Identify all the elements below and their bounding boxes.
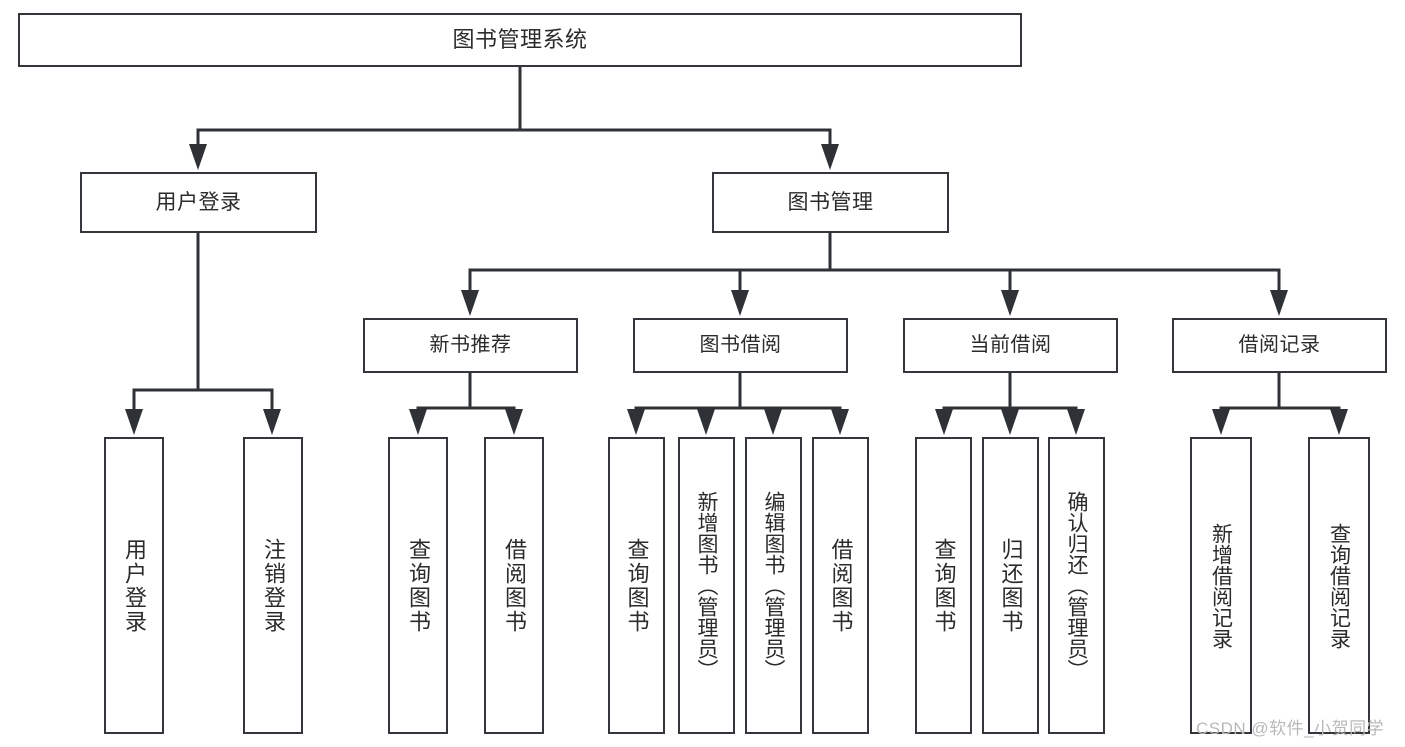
node-leaf-11[interactable]: 新增借阅记录 xyxy=(1190,437,1252,734)
node-root-0[interactable]: 图书管理系统 xyxy=(18,13,1022,67)
node-leaf-3-label: 借阅图书 xyxy=(502,537,527,634)
node-leaf-1[interactable]: 注销登录 xyxy=(243,437,303,734)
node-leaf-0-label: 用户登录 xyxy=(122,537,147,634)
node-leaf-10[interactable]: 确认归还（管理员） xyxy=(1048,437,1105,734)
node-leaf-5[interactable]: 新增图书（管理员） xyxy=(678,437,735,734)
node-leaf-10-label: 确认归还（管理员） xyxy=(1065,491,1088,680)
node-leaf-5-label: 新增图书（管理员） xyxy=(695,491,718,680)
node-leaf-12[interactable]: 查询借阅记录 xyxy=(1308,437,1370,734)
node-leaf-7-label: 借阅图书 xyxy=(828,537,854,634)
node-leaf-1-label: 注销登录 xyxy=(261,537,286,634)
node-level2-3[interactable]: 借阅记录 xyxy=(1172,318,1387,373)
node-leaf-7[interactable]: 借阅图书 xyxy=(812,437,869,734)
node-leaf-12-label: 查询借阅记录 xyxy=(1327,522,1351,649)
node-level1-0-label: 用户登录 xyxy=(155,190,242,214)
node-level1-0[interactable]: 用户登录 xyxy=(80,172,317,233)
node-level2-0-label: 新书推荐 xyxy=(429,334,512,357)
node-leaf-3[interactable]: 借阅图书 xyxy=(484,437,544,734)
node-leaf-4-label: 查询图书 xyxy=(624,537,650,634)
node-level2-2-label: 当前借阅 xyxy=(969,334,1052,357)
node-level2-3-label: 借阅记录 xyxy=(1238,334,1321,357)
node-leaf-2-label: 查询图书 xyxy=(406,537,431,634)
node-level2-2[interactable]: 当前借阅 xyxy=(903,318,1118,373)
node-leaf-11-label: 新增借阅记录 xyxy=(1209,522,1233,649)
node-leaf-9[interactable]: 归还图书 xyxy=(982,437,1039,734)
node-leaf-4[interactable]: 查询图书 xyxy=(608,437,665,734)
node-leaf-2[interactable]: 查询图书 xyxy=(388,437,448,734)
node-level2-1-label: 图书借阅 xyxy=(699,334,782,357)
node-level1-1[interactable]: 图书管理 xyxy=(712,172,949,233)
node-level2-1[interactable]: 图书借阅 xyxy=(633,318,848,373)
node-level2-0[interactable]: 新书推荐 xyxy=(363,318,578,373)
node-root-0-label: 图书管理系统 xyxy=(452,26,588,52)
node-leaf-8-label: 查询图书 xyxy=(931,537,957,634)
node-level1-1-label: 图书管理 xyxy=(787,190,874,214)
node-leaf-9-label: 归还图书 xyxy=(998,537,1024,634)
node-leaf-6[interactable]: 编辑图书（管理员） xyxy=(745,437,802,734)
node-leaf-0[interactable]: 用户登录 xyxy=(104,437,164,734)
node-leaf-8[interactable]: 查询图书 xyxy=(915,437,972,734)
node-leaf-6-label: 编辑图书（管理员） xyxy=(762,491,785,680)
